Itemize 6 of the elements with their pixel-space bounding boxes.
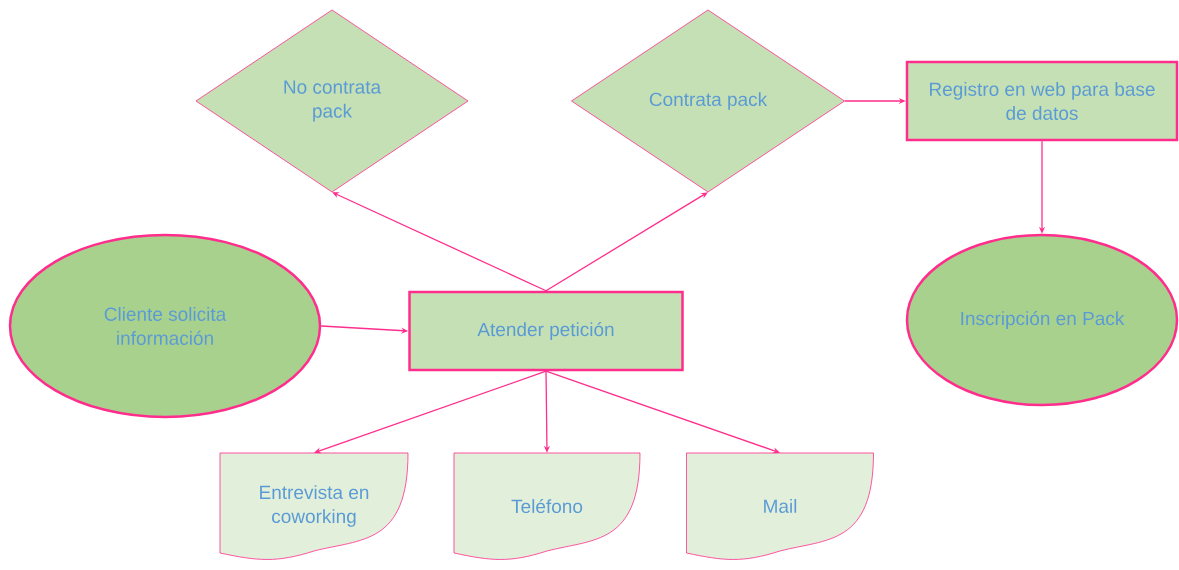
arrow bbox=[332, 192, 547, 292]
arrow bbox=[545, 192, 708, 292]
process-box: Registro en web para base de datos bbox=[905, 60, 1179, 142]
arrow bbox=[314, 370, 547, 454]
arrow bbox=[545, 370, 780, 454]
process-box: Atender petición bbox=[408, 290, 684, 372]
